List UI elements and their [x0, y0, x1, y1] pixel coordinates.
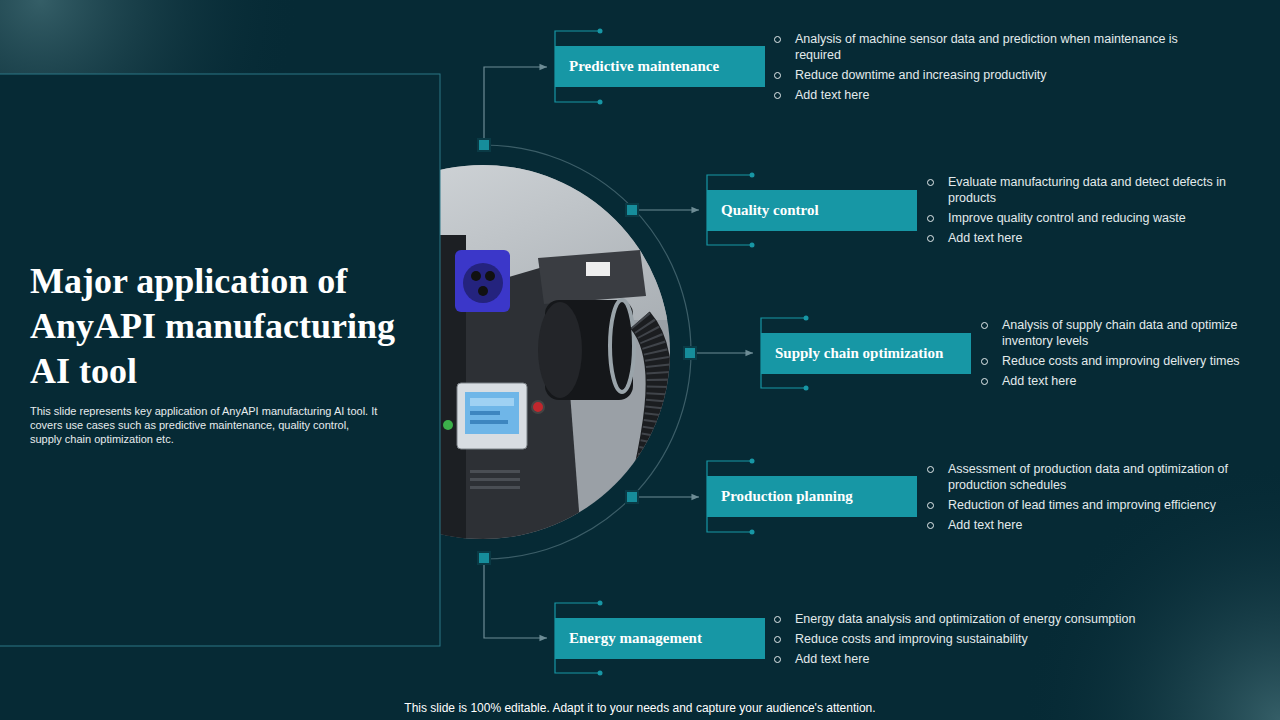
- bullet-circle: [981, 322, 988, 329]
- bullet-circle: [774, 92, 781, 99]
- application-box: Predictive maintenance: [555, 46, 765, 87]
- box-heading: Predictive maintenance: [569, 58, 719, 75]
- bullet-text: Add text here: [948, 231, 1022, 245]
- bullet-text: Add text here: [1002, 374, 1076, 388]
- bullet-circle: [981, 358, 988, 365]
- bullet-point: Reduce costs and improving delivery time…: [980, 353, 1267, 369]
- bullet-list: Evaluate manufacturing data and detect d…: [926, 174, 1233, 250]
- bullet-circle: [927, 215, 934, 222]
- bullet-point: Add text here: [773, 87, 1190, 103]
- bullet-point: Add text here: [773, 651, 1195, 667]
- bullet-list: Analysis of machine sensor data and pred…: [773, 31, 1190, 107]
- bullet-circle: [774, 636, 781, 643]
- bullet-point: Reduce costs and improving sustainabilit…: [773, 631, 1195, 647]
- slide-title: Major application of AnyAPI manufacturin…: [30, 259, 425, 394]
- bullet-list: Assessment of production data and optimi…: [926, 461, 1248, 537]
- box-heading: Energy management: [569, 630, 702, 647]
- bullet-text: Reduce costs and improving delivery time…: [1002, 354, 1240, 368]
- bullet-point: Analysis of machine sensor data and pred…: [773, 31, 1190, 63]
- bullet-text: Add text here: [795, 652, 869, 666]
- bullet-text: Assessment of production data and optimi…: [948, 462, 1228, 492]
- bullet-text: Energy data analysis and optimization of…: [795, 612, 1135, 626]
- bullet-circle: [927, 466, 934, 473]
- bullet-point: Analysis of supply chain data and optimi…: [980, 317, 1267, 349]
- bullet-circle: [774, 616, 781, 623]
- bullet-circle: [927, 179, 934, 186]
- marker-squares: [478, 139, 696, 564]
- bullet-point: Energy data analysis and optimization of…: [773, 611, 1195, 627]
- slide-caption: This slide represents key application of…: [30, 404, 380, 446]
- bullet-text: Add text here: [948, 518, 1022, 532]
- bullet-list: Analysis of supply chain data and optimi…: [980, 317, 1267, 393]
- bullet-circle: [981, 378, 988, 385]
- application-box: Energy management: [555, 618, 765, 659]
- bullet-point: Reduction of lead times and improving ef…: [926, 497, 1248, 513]
- bullet-point: Reduce downtime and increasing productiv…: [773, 67, 1190, 83]
- application-box: Quality control: [707, 190, 917, 231]
- bullet-circle: [774, 72, 781, 79]
- bullet-point: Improve quality control and reducing was…: [926, 210, 1233, 226]
- box-heading: Quality control: [721, 202, 819, 219]
- box-heading: Production planning: [721, 488, 853, 505]
- bullet-text: Reduce costs and improving sustainabilit…: [795, 632, 1028, 646]
- bullet-text: Analysis of machine sensor data and pred…: [795, 32, 1178, 62]
- bullet-point: Add text here: [926, 517, 1248, 533]
- footer-note: This slide is 100% editable. Adapt it to…: [0, 700, 1280, 716]
- bullet-text: Improve quality control and reducing was…: [948, 211, 1186, 225]
- application-box: Supply chain optimization: [761, 333, 971, 374]
- bullet-text: Analysis of supply chain data and optimi…: [1002, 318, 1238, 348]
- bullet-circle: [774, 36, 781, 43]
- bullet-text: Evaluate manufacturing data and detect d…: [948, 175, 1226, 205]
- bullet-text: Add text here: [795, 88, 869, 102]
- bullet-text: Reduce downtime and increasing productiv…: [795, 68, 1047, 82]
- bullet-point: Evaluate manufacturing data and detect d…: [926, 174, 1233, 206]
- leader-lines: [484, 67, 753, 638]
- bullet-circle: [774, 656, 781, 663]
- bullet-point: Add text here: [926, 230, 1233, 246]
- application-box: Production planning: [707, 476, 917, 517]
- bullet-circle: [927, 522, 934, 529]
- bullet-circle: [927, 502, 934, 509]
- bullet-list: Energy data analysis and optimization of…: [773, 611, 1195, 671]
- bullet-point: Add text here: [980, 373, 1267, 389]
- bullet-text: Reduction of lead times and improving ef…: [948, 498, 1216, 512]
- title-panel: [0, 74, 440, 646]
- box-heading: Supply chain optimization: [775, 345, 943, 362]
- bullet-circle: [927, 235, 934, 242]
- bullet-point: Assessment of production data and optimi…: [926, 461, 1248, 493]
